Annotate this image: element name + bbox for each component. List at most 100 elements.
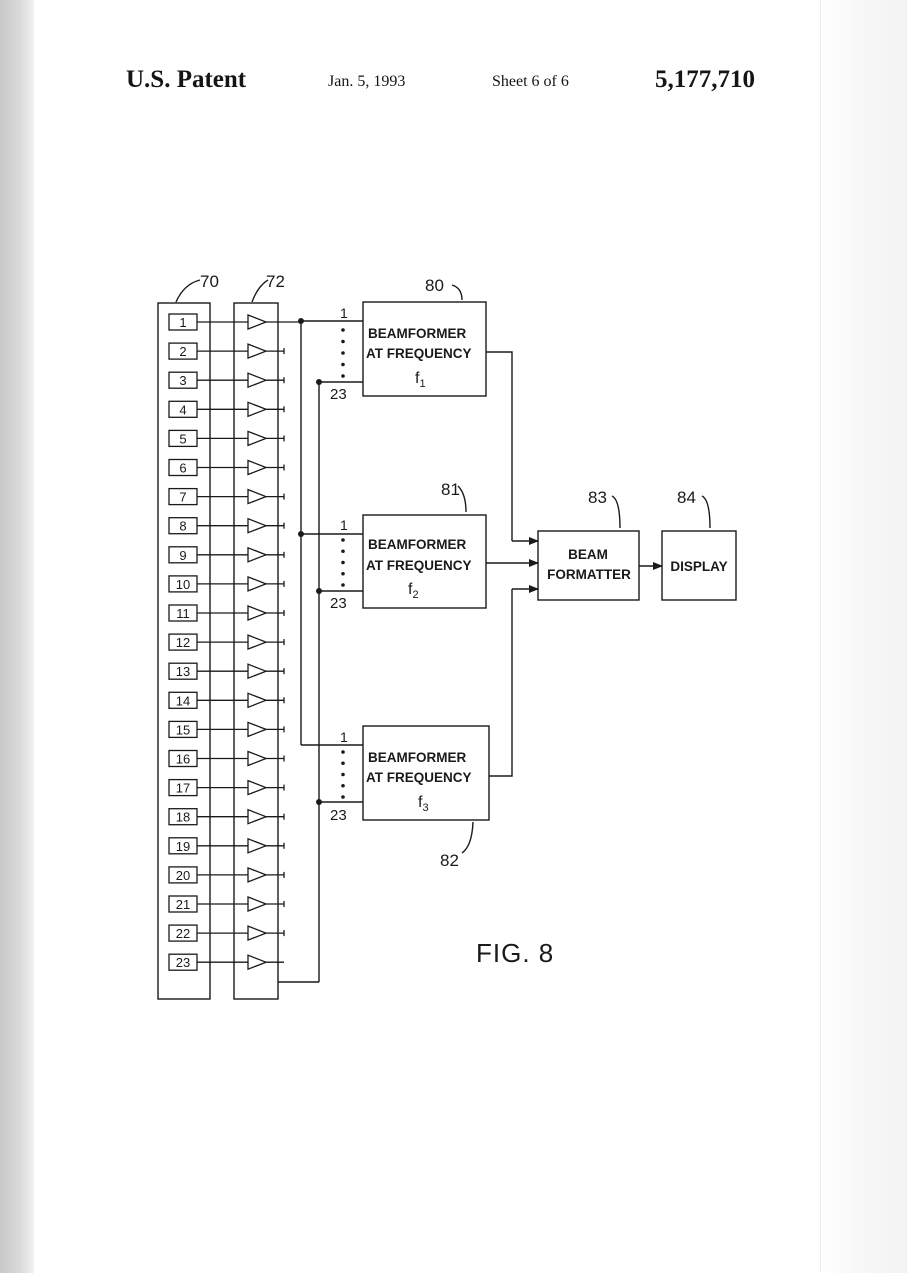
ellipsis-dot [341,351,345,355]
element-label: 5 [179,431,186,446]
ellipsis-dot [341,572,345,576]
amplifier-triangle-icon [248,752,266,766]
ellipsis-dot [341,340,345,344]
element-label: 8 [179,519,186,534]
formatter-line2: FORMATTER [547,567,631,582]
junction-bf1-ch1 [298,318,304,324]
element-label: 7 [179,490,186,505]
ellipsis-dot [341,761,345,765]
beam-formatter-box [538,531,639,600]
amplifier-triangle-icon [248,490,266,504]
ellipsis-dot [341,750,345,754]
ref-80-label: 80 [425,276,444,295]
ref-83-leader [612,496,620,528]
ellipsis-dot [341,784,345,788]
bf2-line1: BEAMFORMER [368,537,466,552]
element-label: 11 [176,606,190,621]
amplifier-triangle-icon [248,519,266,533]
element-labels: 1234567891011121314151617181920212223 [176,315,190,970]
bf2-input-first: 1 [340,517,348,533]
bf3-input-first: 1 [340,729,348,745]
amplifier-triangle-icon [248,402,266,416]
bf1-input-last: 23 [330,386,347,403]
junction-bf3-ch23 [316,799,322,805]
element-label: 18 [176,810,190,825]
element-label: 12 [176,635,190,650]
amplifier-triangle-icon [248,926,266,940]
ref-84-label: 84 [677,488,696,507]
ellipsis-dot [341,773,345,777]
element-label: 16 [176,752,190,767]
amplifier-triangle-icon [248,722,266,736]
element-row [169,314,301,330]
amplifier-bank-box [234,303,278,999]
amplifier-triangle-icon [248,955,266,969]
element-label: 9 [179,548,186,563]
amplifier-triangle-icon [248,315,266,329]
element-label: 10 [176,577,190,592]
figure-caption: FIG. 8 [476,938,554,968]
element-label: 17 [176,781,190,796]
element-label: 20 [176,868,190,883]
ref-81-label: 81 [441,480,460,499]
ref-70-label: 70 [200,272,219,291]
amplifier-triangle-icon [248,344,266,358]
amplifier-triangle-icon [248,606,266,620]
amplifier-triangle-icon [248,781,266,795]
bf1-output-path [486,352,512,541]
amplifier-triangle-icon [248,577,266,591]
bf1-freq: f1 [415,370,426,390]
ref-70-leader [176,280,200,302]
element-label: 4 [179,402,186,417]
bf3-line2: AT FREQUENCY [366,770,472,785]
element-label: 3 [179,373,186,388]
ref-83-label: 83 [588,488,607,507]
bf1-line1: BEAMFORMER [368,326,466,341]
junction-bf2-ch23 [316,588,322,594]
amplifier-triangle-icon [248,461,266,475]
ref-82-leader [462,822,473,853]
ellipsis-dot [341,363,345,367]
ref-80-leader [452,285,462,300]
amplifier-triangle-icon [248,810,266,824]
junction-bf1-ch23 [316,379,322,385]
bf3-freq: f3 [418,794,429,814]
ref-82-label: 82 [440,851,459,870]
junction-bf2-ch1 [298,531,304,537]
ellipsis-dot [341,583,345,587]
bf1-line2: AT FREQUENCY [366,346,472,361]
element-label: 23 [176,955,190,970]
element-label: 13 [176,664,190,679]
amplifier-triangle-icon [248,635,266,649]
element-label: 21 [176,897,190,912]
amplifier-triangle-icon [248,897,266,911]
amplifier-triangle-icon [248,839,266,853]
bf3-input-last: 23 [330,807,347,824]
element-label: 19 [176,839,190,854]
ellipsis-dot [341,374,345,378]
ellipsis-dot [341,561,345,565]
amplifier-triangle-icon [248,693,266,707]
element-label: 1 [179,315,186,330]
bf3-line1: BEAMFORMER [368,750,466,765]
ellipsis-dot [341,795,345,799]
element-label: 22 [176,926,190,941]
display-label: DISPLAY [670,559,727,574]
amplifier-triangle-icon [248,373,266,387]
element-label: 2 [179,344,186,359]
amplifier-triangle-icon [248,431,266,445]
amplifier-triangle-icon [248,664,266,678]
bf1-input-first: 1 [340,305,348,321]
ellipsis-dot [341,549,345,553]
amplifier-triangle-icon [248,548,266,562]
ref-72-label: 72 [266,272,285,291]
bf2-input-last: 23 [330,595,347,612]
ellipsis-dot [341,328,345,332]
ref-84-leader [702,496,710,528]
element-label: 6 [179,461,186,476]
bf2-line2: AT FREQUENCY [366,558,472,573]
element-label: 15 [176,722,190,737]
bf2-freq: f2 [408,581,419,601]
bf3-output-path [489,589,512,776]
